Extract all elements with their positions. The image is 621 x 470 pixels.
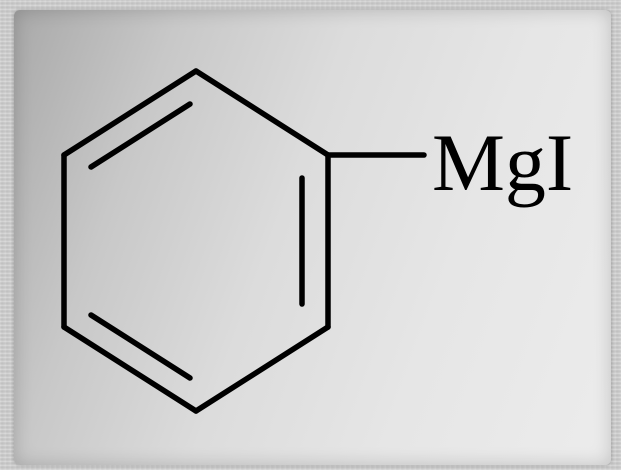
ring-double-bond-inner-bottom [88, 312, 193, 381]
substituent-label: MgI [432, 117, 573, 208]
benzene-ring [61, 68, 331, 414]
ring-double-bond-inner-top [88, 101, 193, 170]
ring-bond-bottom-right [193, 324, 331, 414]
gradient-panel [14, 10, 611, 465]
ring-bond-bottom-left [61, 324, 199, 414]
ring-bond-top-right [193, 68, 331, 158]
ring-bond-top-left [61, 68, 199, 158]
